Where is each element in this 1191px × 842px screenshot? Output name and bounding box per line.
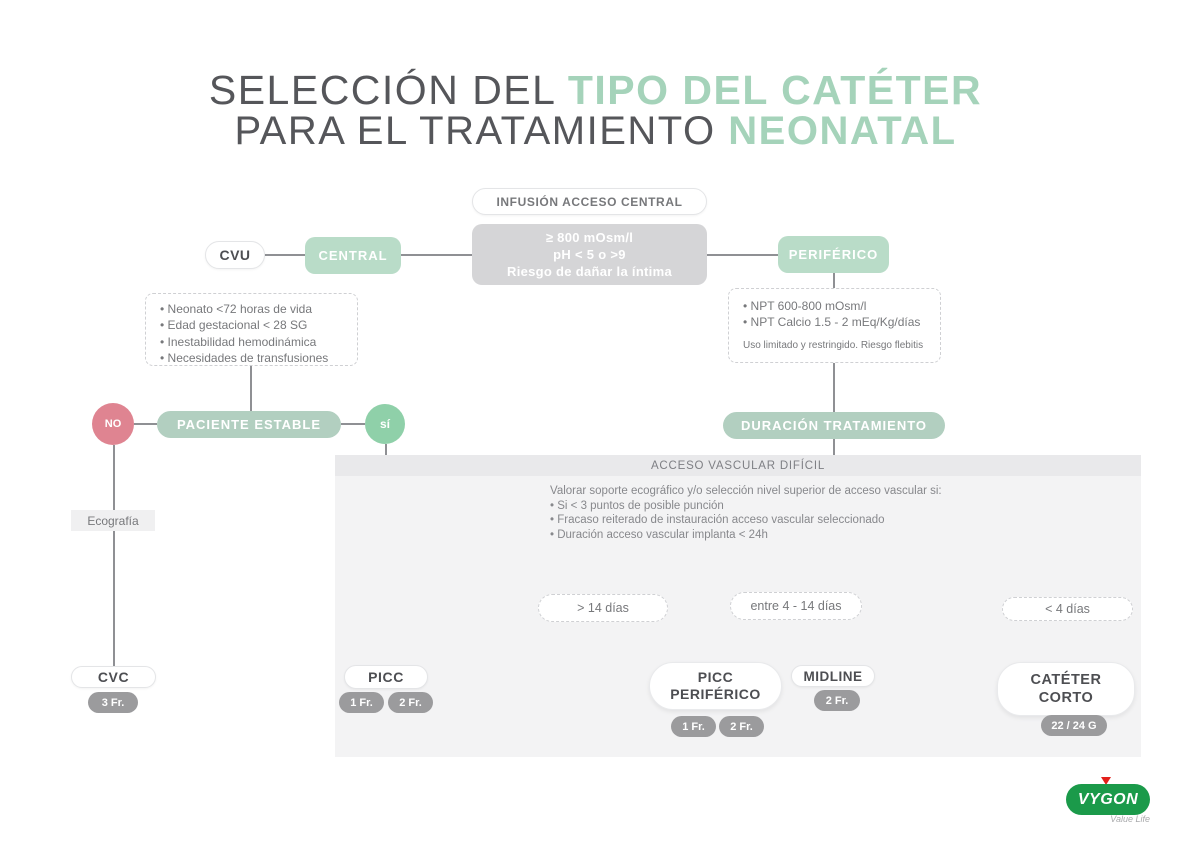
picc-periferico-label-line: PERIFÉRICO: [670, 686, 761, 702]
central-criteria-box: Neonato <72 horas de vida Edad gestacion…: [145, 293, 358, 366]
cateter-corto-size-pill: 22 / 24 G: [1041, 715, 1107, 736]
outcome-picc: PICC: [344, 665, 428, 689]
panel-bullet: Fracaso reiterado de instauración acceso…: [550, 513, 1010, 528]
central-criteria-item: Edad gestacional < 28 SG: [160, 317, 357, 333]
vygon-tagline: Value Life: [1110, 814, 1150, 824]
panel-header: ACCESO VASCULAR DIFÍCIL: [335, 455, 1141, 476]
branch-mas-14-dias: > 14 días: [538, 594, 668, 622]
picc-periferico-size-pill: 1 Fr.: [671, 716, 716, 737]
connector-no-paciente: [134, 423, 157, 425]
connector-criteria-paciente: [250, 366, 252, 411]
connector-ecografia-cvc: [113, 531, 115, 666]
periferico-criteria-item: NPT Calcio 1.5 - 2 mEq/Kg/días: [743, 314, 940, 330]
picc-periferico-size-pill: 2 Fr.: [719, 716, 764, 737]
connector-central-infobox: [401, 254, 472, 256]
connector-periferico-npt: [833, 273, 835, 288]
central-criteria-item: Inestabilidad hemodinámica: [160, 334, 357, 350]
outcome-cateter-corto: CATÉTER CORTO: [997, 662, 1135, 716]
periferico-criteria-list: NPT 600-800 mOsm/l NPT Calcio 1.5 - 2 mE…: [743, 298, 940, 331]
midline-size-pill: 2 Fr.: [814, 690, 860, 711]
infusion-criteria-line: pH < 5 o >9: [553, 247, 626, 262]
infusion-criteria-line: Riesgo de dañar la íntima: [507, 264, 672, 279]
node-ecografia: Ecografía: [71, 510, 155, 531]
panel-bullet-list: Si < 3 puntos de posible punción Fracaso…: [550, 499, 1010, 543]
title-line1-gray: SELECCIÓN DEL: [208, 67, 555, 113]
picc-periferico-label-line: PICC: [697, 668, 734, 685]
infusion-criteria-line: ≥ 800 mOsm/l: [545, 230, 634, 245]
panel-criteria-text: Valorar soporte ecográfico y/o selección…: [550, 484, 1010, 542]
branch-menos-4-dias: < 4 días: [1002, 597, 1133, 621]
title-line2-gray: PARA EL TRATAMIENTO: [234, 109, 716, 153]
connector-cvu-central: [265, 254, 305, 256]
node-central: CENTRAL: [305, 237, 401, 274]
node-infusion-acceso-central: INFUSIÓN ACCESO CENTRAL: [472, 188, 707, 215]
periferico-criteria-note: Uso limitado y restringido. Riesgo flebi…: [743, 339, 924, 351]
title-line-2: PARA EL TRATAMIENTO NEONATAL: [0, 111, 1191, 151]
cateter-corto-label-line: CORTO: [1038, 690, 1094, 706]
panel-intro: Valorar soporte ecográfico y/o selección…: [550, 485, 942, 497]
connector-paciente-si: [341, 423, 365, 425]
node-duracion-tratamiento: DURACIÓN TRATAMIENTO: [723, 412, 945, 439]
outcome-cvc: CVC: [71, 666, 156, 688]
connector-no-ecografia: [113, 445, 115, 510]
periferico-criteria-box: NPT 600-800 mOsm/l NPT Calcio 1.5 - 2 mE…: [728, 288, 941, 363]
node-periferico: PERIFÉRICO: [778, 236, 889, 273]
title-line-1: SELECCIÓN DEL TIPO DEL CATÉTER: [0, 70, 1191, 111]
central-criteria-list: Neonato <72 horas de vida Edad gestacion…: [160, 301, 357, 367]
outcome-midline: MIDLINE: [791, 665, 875, 687]
node-infusion-criteria: ≥ 800 mOsm/l pH < 5 o >9 Riesgo de dañar…: [472, 224, 707, 285]
cateter-corto-label-line: CATÉTER: [1030, 671, 1102, 688]
vygon-logo: VYGON: [1066, 784, 1150, 815]
connector-infobox-periferico: [707, 254, 778, 256]
central-criteria-item: Necesidades de transfusiones: [160, 350, 357, 366]
panel-bullet: Duración acceso vascular implanta < 24h: [550, 528, 1010, 543]
title-line1-green: TIPO DEL CATÉTER: [567, 67, 983, 113]
periferico-criteria-item: NPT 600-800 mOsm/l: [743, 298, 940, 314]
central-criteria-item: Neonato <72 horas de vida: [160, 301, 357, 317]
node-no: NO: [92, 403, 134, 445]
node-paciente-estable: PACIENTE ESTABLE: [157, 411, 341, 438]
title-line2-green: NEONATAL: [728, 109, 957, 153]
connector-npt-duracion: [833, 363, 835, 412]
node-si: sí: [365, 404, 405, 444]
panel-bullet: Si < 3 puntos de posible punción: [550, 499, 1010, 514]
branch-entre-4-14-dias: entre 4 - 14 días: [730, 592, 862, 620]
outcome-picc-periferico: PICC PERIFÉRICO: [649, 662, 782, 710]
cvc-size-pill: 3 Fr.: [88, 692, 138, 713]
vygon-logo-triangle-icon: [1101, 777, 1111, 785]
picc-size-pill: 1 Fr.: [339, 692, 384, 713]
page-title: SELECCIÓN DEL TIPO DEL CATÉTER PARA EL T…: [0, 70, 1191, 152]
node-cvu: CVU: [205, 241, 265, 269]
picc-size-pill: 2 Fr.: [388, 692, 433, 713]
connector-duracion-panel: [833, 439, 835, 455]
